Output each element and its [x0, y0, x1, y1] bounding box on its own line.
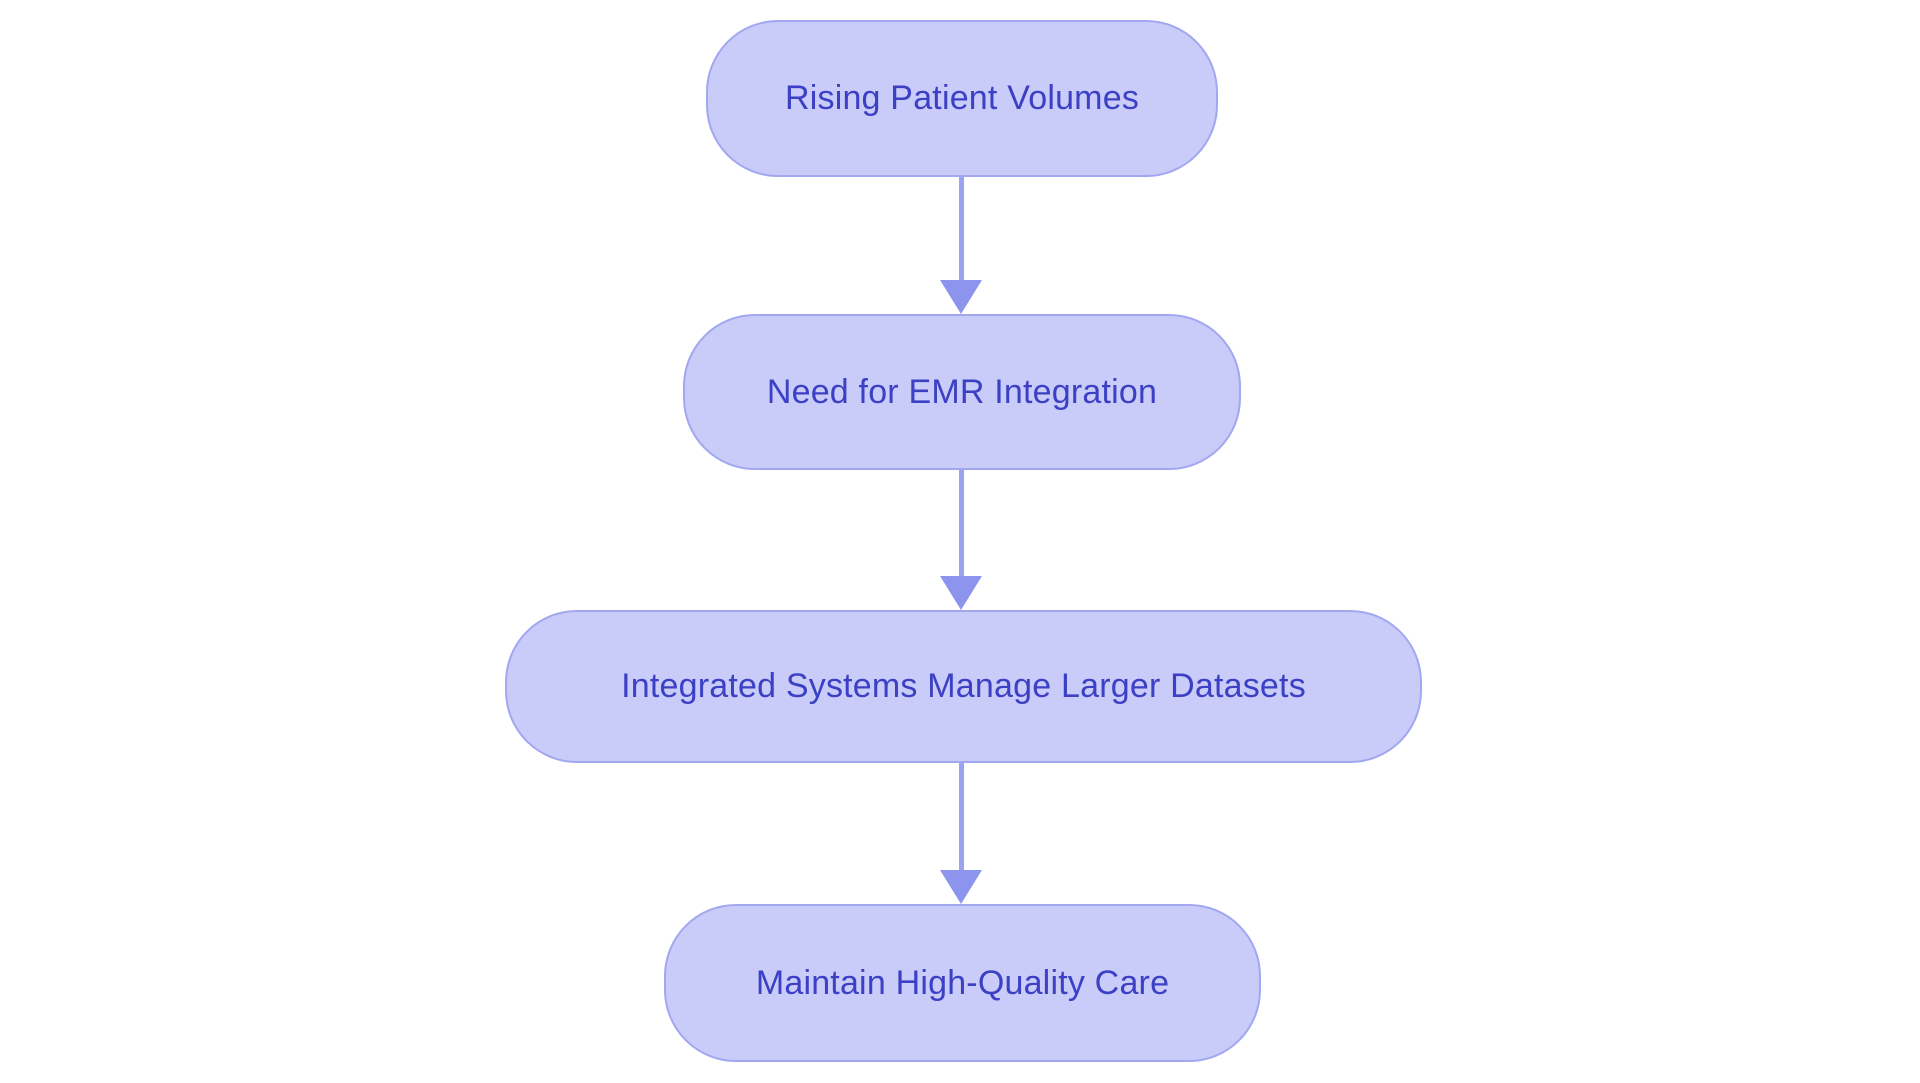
arrow-shaft — [959, 470, 964, 578]
arrow-down-icon — [940, 870, 982, 904]
node-label: Maintain High-Quality Care — [755, 963, 1170, 1002]
flow-node-need-for-emr-integration: Need for EMR Integration — [683, 314, 1241, 470]
arrow-down-icon — [940, 576, 982, 610]
flow-node-rising-patient-volumes: Rising Patient Volumes — [706, 20, 1218, 177]
flow-node-maintain-high-quality-care: Maintain High-Quality Care — [664, 904, 1261, 1062]
flow-connector-2 — [940, 470, 983, 610]
node-label: Need for EMR Integration — [766, 372, 1158, 411]
flow-connector-3 — [940, 763, 983, 904]
node-label: Integrated Systems Manage Larger Dataset… — [621, 667, 1306, 706]
flow-node-integrated-systems-manage-larger-datasets: Integrated Systems Manage Larger Dataset… — [505, 610, 1422, 763]
node-label: Rising Patient Volumes — [784, 79, 1140, 118]
flow-connector-1 — [940, 177, 983, 314]
arrow-shaft — [959, 763, 964, 872]
arrow-down-icon — [940, 280, 982, 314]
arrow-shaft — [959, 177, 964, 282]
